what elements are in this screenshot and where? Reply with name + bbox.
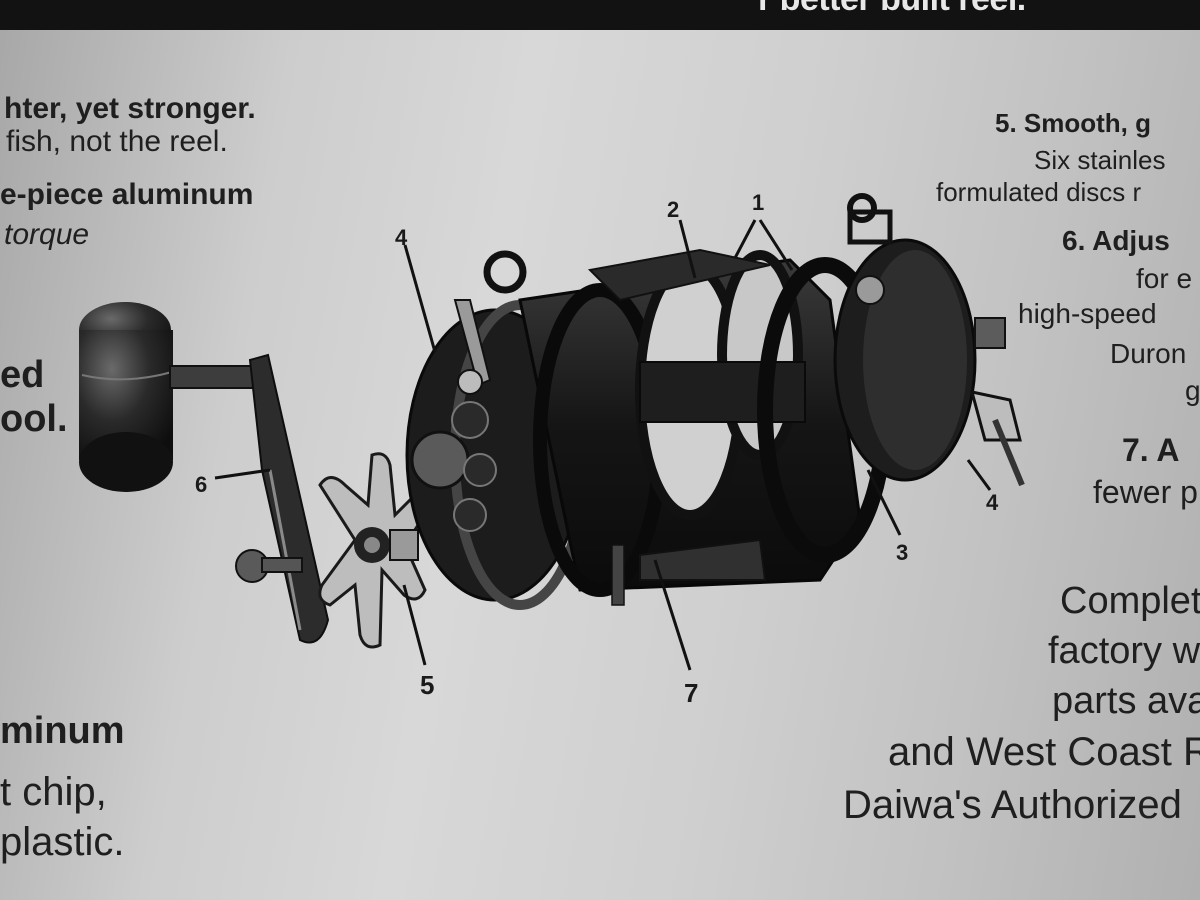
right-body-5a: Six stainles [1034, 145, 1166, 175]
callout-6: 6 [195, 472, 208, 497]
callout-line-4-left [403, 244, 437, 353]
callout-7: 7 [684, 678, 699, 708]
left-heading-2: e-piece aluminum [0, 178, 254, 211]
right-body-6c: Duron [1110, 338, 1187, 369]
callout-line-1a [733, 219, 757, 259]
right-paragraph-2: factory w [1048, 630, 1200, 672]
star-drag [318, 452, 432, 649]
left-body-1: fish, not the reel. [6, 125, 228, 158]
right-heading-5: 5. Smooth, g [995, 108, 1151, 138]
callout-line-6 [214, 468, 271, 480]
right-heading-6: 6. Adjus [1062, 225, 1170, 256]
callout-line-3 [866, 469, 902, 536]
callout-line-2 [678, 219, 697, 279]
callout-3: 3 [896, 540, 909, 565]
right-paragraph-5: Daiwa's Authorized [843, 783, 1182, 827]
callout-4-left: 4 [395, 225, 408, 250]
right-body-6d: g [1185, 375, 1200, 406]
callout-line-4-right [966, 459, 992, 491]
left-body-4: plastic. [0, 820, 125, 864]
callout-line-7 [653, 559, 692, 671]
callout-2: 2 [667, 197, 680, 222]
top-banner: r better built reel. [0, 0, 1200, 30]
left-heading-4: ool. [0, 398, 68, 440]
side-plate-left [833, 193, 1025, 487]
right-body-6b: high-speed [1018, 298, 1157, 329]
callout-line-1b [758, 219, 794, 271]
callout-1: 1 [752, 190, 765, 215]
left-heading-5: minum [0, 710, 125, 752]
right-paragraph-4: and West Coast R [888, 730, 1200, 774]
right-paragraph-3: parts ava [1052, 680, 1200, 722]
banner-text: r better built reel. [758, 0, 1026, 19]
handle-arm [169, 353, 330, 644]
right-body-7a: fewer p [1093, 474, 1198, 510]
left-heading-1: hter, yet stronger. [4, 92, 256, 125]
left-heading-3: ed [0, 354, 45, 396]
callout-line-5 [402, 584, 427, 666]
callout-5: 5 [420, 670, 435, 700]
left-body-3: t chip, [0, 770, 107, 814]
handle-knob [79, 302, 173, 492]
left-body-2: torque [4, 218, 90, 251]
right-heading-7: 7. A [1122, 432, 1180, 468]
right-paragraph-1: Complet [1060, 580, 1200, 622]
callout-4-right: 4 [986, 490, 999, 515]
right-body-5b: formulated discs r [936, 177, 1142, 207]
right-body-6a: for e [1136, 263, 1193, 294]
